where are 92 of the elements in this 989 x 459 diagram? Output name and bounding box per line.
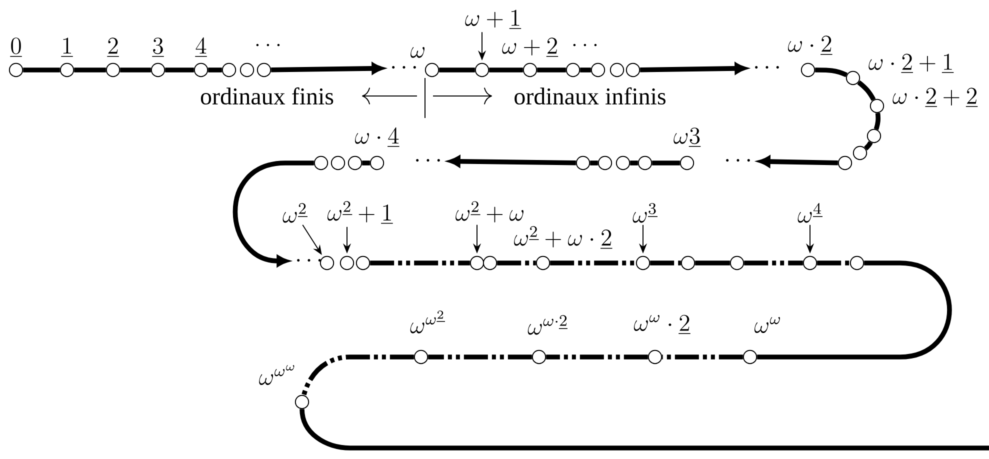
region-label: ordinaux finis: [200, 87, 334, 105]
ordinal-circle: [222, 62, 236, 78]
ordinal-circle: [590, 62, 606, 78]
ordinal-label: $\omega\cdot\underline{2}+\underline{1}$: [868, 54, 954, 73]
dashed-track-segment: [302, 354, 414, 396]
track-segment: [74, 68, 106, 72]
ellipsis: $\dots$: [573, 44, 597, 46]
track-segment: [757, 260, 952, 360]
ordinal-label: $\omega^{\underline{3}}$: [632, 203, 658, 223]
track-segment: [439, 68, 475, 72]
ordinal-circle: [474, 62, 490, 78]
ordinal-label: $\omega^{\omega}$: [754, 317, 780, 334]
ordinal-circle: [866, 128, 882, 144]
ordinal-circle: [566, 62, 580, 78]
ordinal-circle: [330, 156, 346, 170]
region-label: ordinaux infinis: [514, 87, 666, 105]
track-segment: [630, 160, 638, 166]
ordinal-label: $\omega$: [410, 47, 424, 58]
ellipsis: $\dots$: [256, 44, 280, 46]
ordinal-circle: [256, 62, 272, 78]
ordinal-label: $\underline{2}$: [107, 38, 119, 56]
ordinal-circle: [576, 156, 590, 170]
ordinal-label: $\underline{1}$: [61, 38, 73, 56]
track-segment: [864, 141, 873, 150]
track-arrow: [232, 160, 314, 267]
ordinal-circle: [482, 256, 498, 270]
ellipsis: $\cdots$: [416, 159, 440, 162]
ordinal-circle: [852, 146, 868, 160]
dashed-track-segment: [817, 260, 850, 266]
ordinal-circle: [850, 256, 864, 270]
track-segment: [120, 68, 151, 72]
ellipsis: $\cdots$: [755, 66, 779, 69]
ordinal-circle: [616, 156, 630, 170]
ordinal-label: $\omega\cdot\underline{4}$: [355, 127, 400, 146]
dashed-track-segment: [428, 354, 532, 360]
ordinal-label: $\omega^{\underline{2}}+\underline{1}$: [327, 201, 393, 224]
ellipsis: $\cdots$: [297, 259, 321, 262]
ordinal-circle: [340, 256, 354, 270]
track-segment: [208, 68, 222, 72]
ordinal-label: $\omega^{\omega\cdot\underline{2}}$: [528, 315, 568, 335]
ordinal-label: $\omega^{\underline{2}}$: [282, 203, 308, 223]
track-segment: [300, 408, 989, 450]
ordinal-label: $\underline{4}$: [195, 37, 207, 56]
dashed-track-segment: [370, 260, 470, 266]
ordinal-label: $\omega\cdot\underline{2}+\underline{2}$: [892, 88, 978, 107]
ordinal-circle: [626, 62, 640, 78]
ordinal-label: $\omega^{\omega^{\omega}}$: [259, 365, 294, 385]
dashed-track-segment: [744, 260, 803, 266]
ordinal-label: $\omega\underline{3}$: [674, 128, 701, 146]
ordinal-label: $\omega^{\omega}\cdot\underline{2}$: [634, 314, 690, 334]
track-segment: [23, 68, 60, 72]
dashed-track-segment: [550, 260, 636, 266]
track-segment: [489, 68, 523, 72]
ellipsis: $\cdots$: [726, 159, 750, 162]
ellipsis: $\cdots$: [392, 66, 416, 69]
track-segment: [815, 68, 848, 78]
dashed-track-segment: [650, 260, 681, 266]
dashed-track-segment: [662, 354, 743, 360]
track-segment: [874, 112, 880, 130]
dashed-track-segment: [497, 260, 536, 266]
ordinal-circle: [598, 156, 612, 170]
ordinal-circle: [610, 62, 624, 78]
track-segment: [695, 260, 730, 266]
ordinal-label: $\underline{3}$: [152, 38, 164, 56]
ordinal-circle: [730, 256, 744, 270]
track-segment: [652, 160, 680, 166]
ordinal-circle: [680, 256, 696, 270]
ordinal-circle: [356, 256, 370, 270]
ordinal-circle: [838, 156, 852, 170]
ordinal-label: $\omega^{\underline{2}}+\omega$: [456, 201, 524, 222]
ordinal-label: $\omega^{\omega^{\underline{2}}}$: [410, 310, 445, 334]
ordinal-label: $\omega\cdot\underline{2}$: [788, 36, 832, 54]
ordinal-circle: [240, 62, 254, 78]
ordinal-circle: [314, 156, 328, 170]
ordinal-label: $\underline{0}$: [10, 38, 22, 56]
track-segment: [362, 160, 370, 166]
track-segment: [537, 68, 566, 72]
ordinal-circle: [348, 156, 362, 170]
ordinal-circle: [320, 256, 334, 270]
ordinal-circle: [636, 256, 650, 270]
ordinal-label: $\omega+\underline{2}$: [502, 38, 558, 56]
ordinal-label: $\omega+\underline{1}$: [465, 10, 522, 29]
track-segment: [580, 68, 591, 72]
ordinal-circle: [802, 256, 818, 270]
dashed-track-segment: [546, 354, 648, 360]
track-segment: [165, 68, 194, 72]
ordinal-label: $\omega^{\underline{2}}+\omega\cdot\underline{2}$: [514, 226, 612, 248]
ordinal-circle: [638, 156, 652, 170]
track-segment: [857, 80, 876, 101]
ordinal-label: $\omega^{\underline{4}}$: [798, 203, 822, 223]
track-segment: [590, 160, 598, 166]
ordinal-circle: [470, 256, 484, 270]
